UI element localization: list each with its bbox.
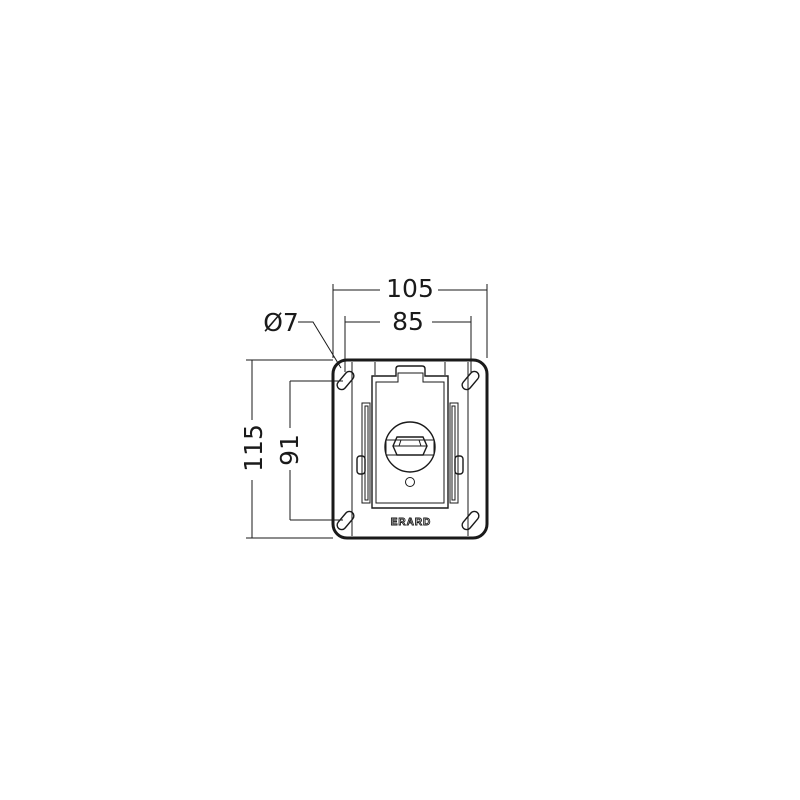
dimension-hole-spacing-height: 91 xyxy=(275,380,343,521)
brand-logo: ERARD xyxy=(390,517,432,529)
hole-spacing-height-label: 91 xyxy=(275,434,304,466)
dimension-overall-width: 105 xyxy=(332,270,488,358)
dimension-hole-spacing-width: 85 xyxy=(344,305,472,372)
mounting-hole-top-left xyxy=(336,370,355,391)
mounting-hole-bottom-left xyxy=(336,510,355,531)
base-plate xyxy=(331,358,489,540)
dimension-overall-height: 115 xyxy=(238,359,333,539)
rotary-level-knob xyxy=(384,421,436,473)
side-clamp-left xyxy=(356,402,371,504)
overall-width-label: 105 xyxy=(386,274,434,303)
dimension-hole-diameter: Ø7 xyxy=(263,308,342,369)
central-bracket xyxy=(371,365,449,509)
screw-hole xyxy=(405,477,415,487)
mounting-hole-top-right xyxy=(461,370,480,391)
hole-spacing-width-label: 85 xyxy=(392,307,424,336)
mounting-hole-bottom-right xyxy=(461,510,480,531)
side-clamp-right xyxy=(449,402,464,504)
brand-logo-text: ERARD xyxy=(391,517,432,528)
hole-diameter-label: Ø7 xyxy=(263,308,299,337)
overall-height-label: 115 xyxy=(239,424,268,472)
